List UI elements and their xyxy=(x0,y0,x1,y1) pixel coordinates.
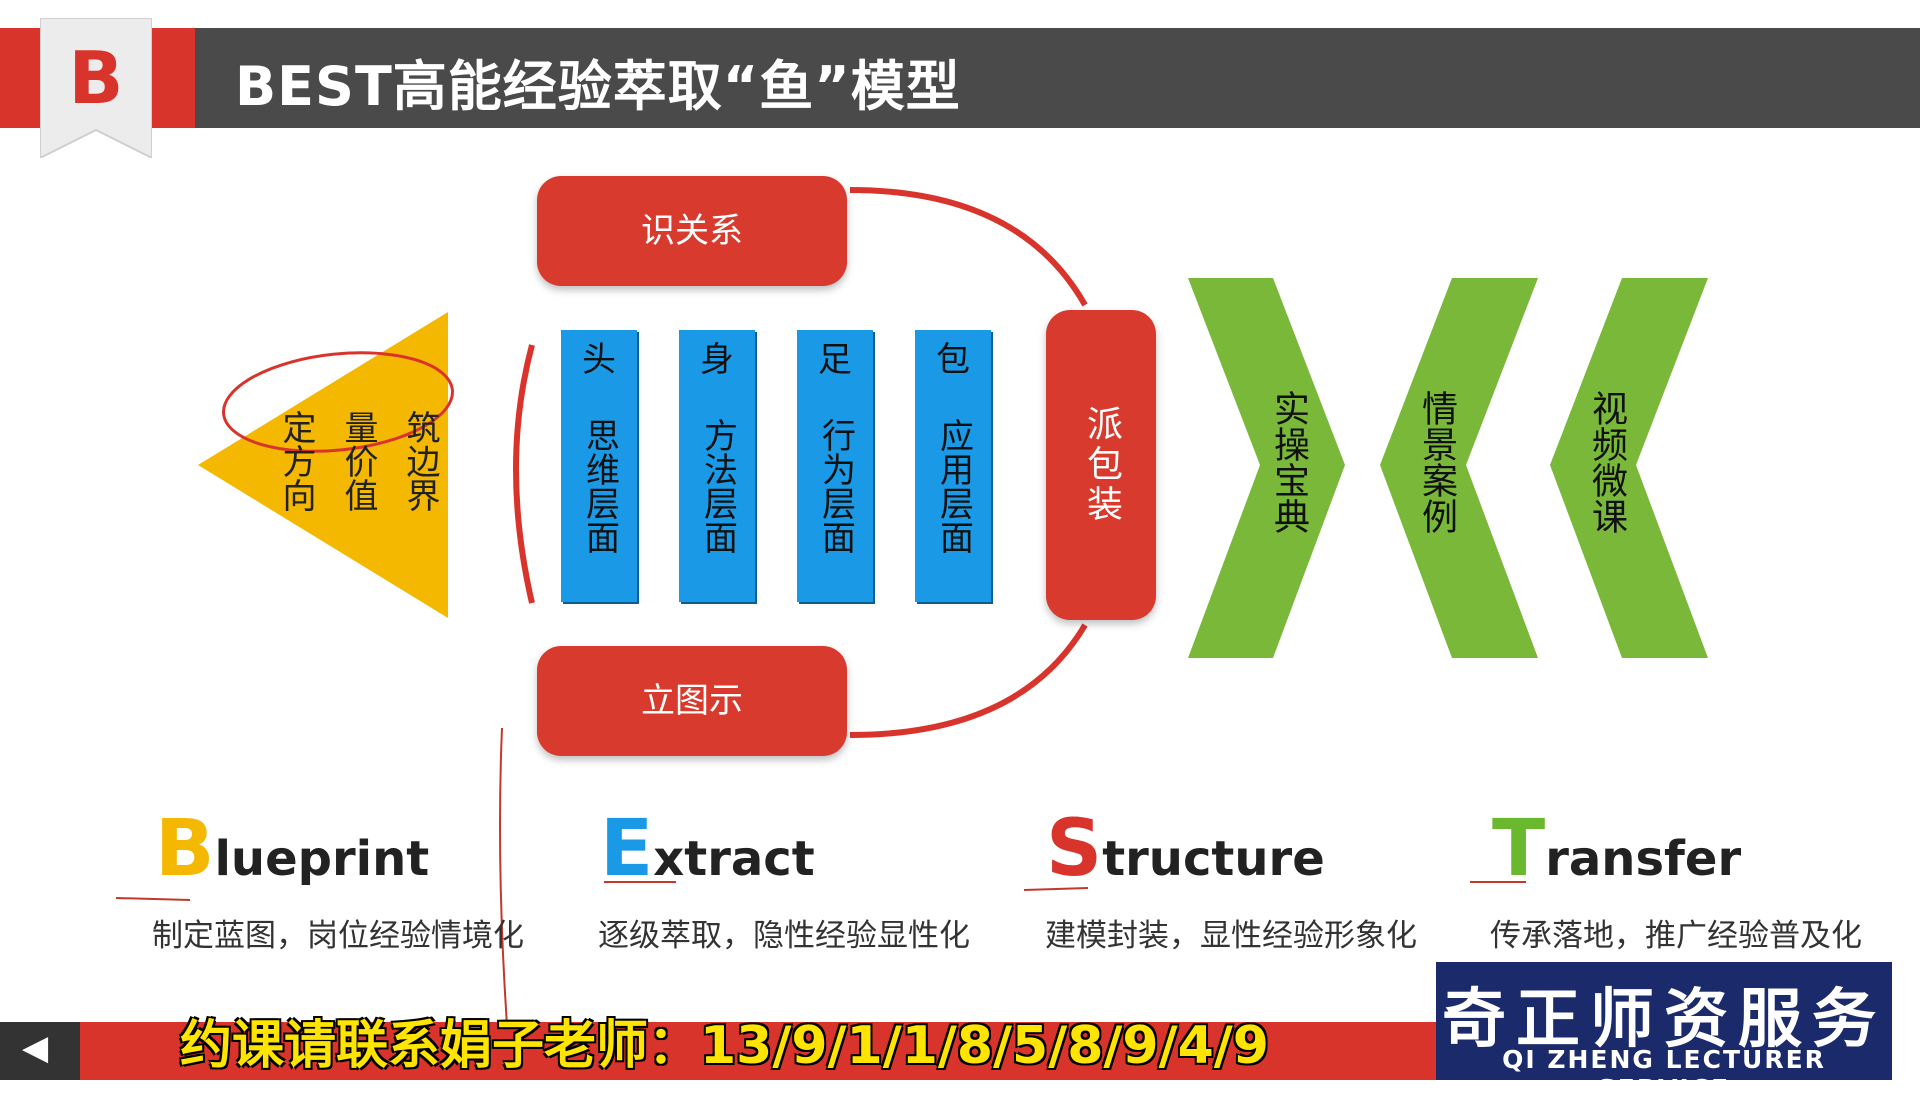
pill-relations: 识关系 xyxy=(537,176,847,286)
best-word-structure: Structure xyxy=(1046,810,1325,888)
column-foot-desc: 行为层面 xyxy=(815,418,856,554)
logo-text-en: QI ZHENG LECTURER SERVICE xyxy=(1502,1045,1826,1103)
column-head-title: 头 xyxy=(582,340,616,380)
best-rest-t: ransfer xyxy=(1545,831,1742,887)
best-word-transfer: Transfer xyxy=(1492,810,1741,888)
best-rest-e: xtract xyxy=(653,831,815,887)
best-desc-blueprint: 制定蓝图，岗位经验情境化 xyxy=(152,918,524,954)
column-pack: 包 应用层面 xyxy=(915,330,991,602)
chevron-2 xyxy=(1380,278,1538,658)
prev-arrow-icon[interactable]: ◀ xyxy=(22,1028,49,1068)
column-foot-title: 足 xyxy=(818,340,852,380)
column-head-desc: 思维层面 xyxy=(579,418,620,554)
best-letter-s: S xyxy=(1046,804,1103,894)
head-text: 筑边界 量价值 定方向 xyxy=(276,410,440,512)
head-line-2: 量价值 xyxy=(338,410,378,512)
header-bar xyxy=(0,28,1920,128)
footer-bar xyxy=(80,1022,1440,1080)
pen-underline-s xyxy=(1023,887,1089,891)
slide-title: BEST高能经验萃取“鱼”模型 xyxy=(235,55,961,118)
pill-packaging-label: 派包装 xyxy=(1081,405,1122,525)
column-body-desc: 方法层面 xyxy=(697,418,738,554)
pill-diagram: 立图示 xyxy=(537,646,847,756)
left-arc xyxy=(513,344,535,604)
best-rest-b: lueprint xyxy=(214,831,430,887)
head-line-3: 筑边界 xyxy=(400,410,440,512)
best-letter-b: B xyxy=(155,804,215,894)
best-desc-transfer: 传承落地，推广经验普及化 xyxy=(1490,918,1862,954)
tail-label-3: 视频微课 xyxy=(1586,390,1627,534)
highlight-ellipse xyxy=(222,351,454,453)
logo-text-cn: 奇正师资服务 xyxy=(1442,982,1886,1057)
column-head: 头 思维层面 xyxy=(561,330,637,602)
top-arc xyxy=(849,187,1088,307)
column-foot: 足 行为层面 xyxy=(797,330,873,602)
best-desc-structure: 建模封装，显性经验形象化 xyxy=(1045,918,1417,954)
best-rest-s: tructure xyxy=(1102,831,1325,887)
column-body-title: 身 xyxy=(700,340,734,380)
bottom-arc xyxy=(849,623,1088,738)
pen-line-vertical xyxy=(499,727,509,1041)
tail-label-2: 情景案例 xyxy=(1416,390,1457,534)
logo-box xyxy=(1436,962,1892,1080)
best-word-extract: Extract xyxy=(600,810,815,888)
chevron-3 xyxy=(1550,278,1708,658)
fish-diagram xyxy=(115,187,1708,1041)
contact-caption: 约课请联系娟子老师：13/9/1/1/8/5/8/9/4/9 xyxy=(180,1016,1269,1076)
bookmark-badge xyxy=(40,18,152,158)
column-pack-title: 包 xyxy=(936,340,970,380)
column-body: 身 方法层面 xyxy=(679,330,755,602)
chevron-1 xyxy=(1188,278,1345,658)
footer-nav xyxy=(0,1022,80,1080)
pen-underline-b xyxy=(115,897,191,901)
badge-letter: B xyxy=(68,36,124,120)
fish-head-triangle xyxy=(198,312,448,618)
head-line-1: 定方向 xyxy=(276,410,316,512)
best-word-blueprint: Blueprint xyxy=(155,810,429,888)
best-letter-e: E xyxy=(600,804,654,894)
best-letter-t: T xyxy=(1492,804,1546,894)
pill-packaging: 派包装 xyxy=(1046,310,1156,620)
tail-label-1: 实操宝典 xyxy=(1268,390,1309,534)
column-pack-desc: 应用层面 xyxy=(933,418,974,554)
best-desc-extract: 逐级萃取，隐性经验显性化 xyxy=(598,918,970,954)
